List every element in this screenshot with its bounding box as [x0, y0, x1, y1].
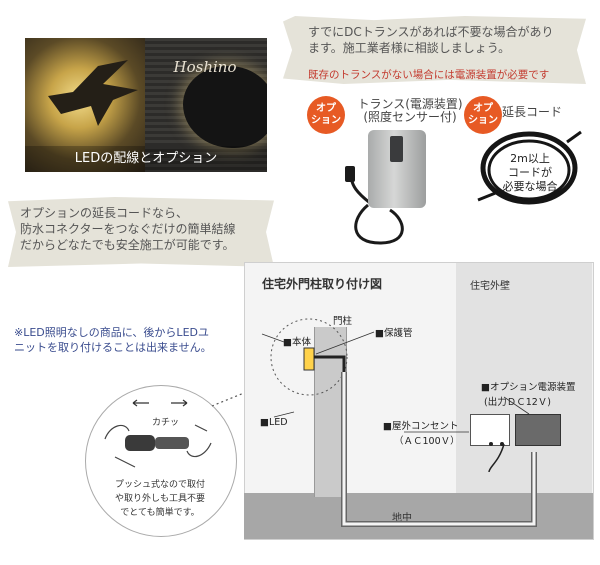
note-top-line-1: すでにDCトランスがあれば不要な場合があり: [308, 25, 554, 39]
note-mid-line-1: オプションの延長コードなら、: [20, 206, 189, 220]
badge-text-2: ション: [311, 115, 341, 126]
nameplate: [183, 66, 267, 148]
push-line-1: プッシュ式なので取付: [114, 480, 205, 490]
wall-label: 住宅外壁: [470, 281, 510, 292]
transformer-panel: [390, 136, 403, 162]
option-badge-transformer: オプション: [307, 96, 345, 134]
house-wall: [456, 263, 592, 493]
push-line-3: でとても簡単です。: [120, 508, 200, 518]
badge-text-1: オプ: [316, 103, 336, 114]
diagram-title: 住宅外門柱取り付け図: [262, 277, 383, 291]
outlet-label-2: （ＡＣ100Ｖ）: [394, 436, 460, 447]
badge-text-1b: オプ: [473, 103, 493, 114]
outlet-label-1: ■屋外コンセント: [383, 421, 459, 432]
power-supply-icon: [515, 414, 561, 446]
push-connector-detail: [85, 385, 237, 537]
cable-text-3: 必要な場合: [502, 180, 558, 193]
note-top-line-2: ます。施工業者様に相談しましょう。: [308, 41, 511, 55]
warning-line-2: ニットを取り付けることは出来ません。: [14, 341, 212, 354]
plug-icon: [345, 166, 355, 182]
body-label: ■本体: [283, 337, 311, 348]
badge-text-2b: ション: [468, 115, 498, 126]
hero-photo: LEDの配線とオプション: [25, 38, 267, 172]
psu-label-1: ■オプション電源装置: [481, 382, 576, 393]
push-note: プッシュ式なので取付 や取り外しも工具不要 でとても簡単です。: [112, 478, 208, 520]
note-middle: [8, 197, 274, 267]
ground-label: 地中: [392, 513, 412, 524]
note-top: [283, 16, 586, 84]
nameplate-text: Hoshino: [173, 58, 237, 76]
warning-line-1: ※LED照明なしの商品に、後からLEDユ: [14, 326, 209, 339]
cable-text-1: 2m以上: [510, 152, 550, 165]
note-top-red: 既存のトランスがない場合には電源装置が必要です: [308, 69, 550, 81]
note-mid-line-2: 防水コネクターをつなぐだけの簡単結線: [20, 222, 236, 236]
hero-caption: LEDの配線とオプション: [25, 146, 267, 172]
click-sound-label: カチッ: [152, 418, 180, 428]
bird-silhouette-icon: [48, 60, 138, 126]
push-line-2: や取り外しも工具不要: [114, 494, 205, 504]
connector-hands-icon: [104, 399, 212, 468]
protect-tube-label: ■保護管: [375, 328, 413, 339]
note-mid-line-3: だからどなたでも安全施工が可能です。: [20, 238, 235, 252]
diagram-wiring: [261, 318, 537, 527]
extension-cord-icon: [477, 130, 582, 205]
cable-length-text: 2m以上 コードが 必要な場合: [490, 152, 570, 194]
led-label: ■LED: [260, 417, 288, 428]
option-badge-cord: オプション: [464, 96, 502, 134]
transformer-label-2: (照度センサー付): [363, 110, 457, 124]
pillar-label: 門柱: [333, 316, 353, 327]
transformer-label: トランス(電源装置) (照度センサー付): [350, 98, 470, 124]
warning-note: ※LED照明なしの商品に、後からLEDユ ニットを取り付けることは出来ません。: [14, 325, 249, 355]
transformer-label-1: トランス(電源装置): [357, 97, 463, 111]
cord-label: 延長コード: [502, 105, 563, 119]
psu-label-2: (出力ＤＣ12Ｖ): [484, 397, 552, 408]
cable-text-2: コードが: [508, 166, 552, 179]
